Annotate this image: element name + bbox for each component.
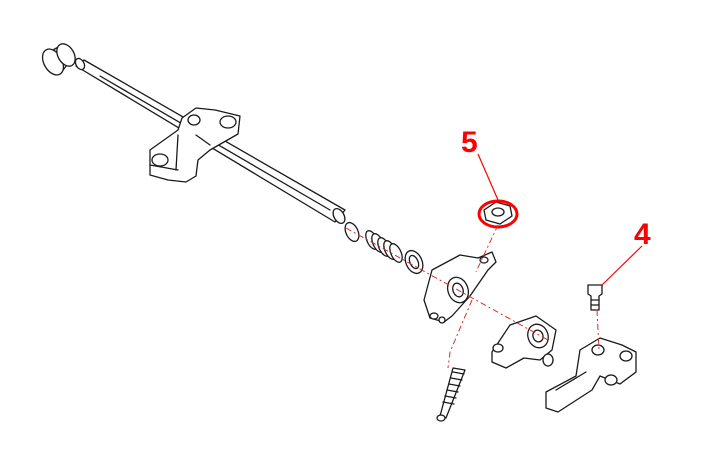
callout-number-4: 4 (634, 218, 651, 251)
rocker-adjusting-screw (437, 368, 465, 421)
rocker-adjusting-nut (484, 202, 512, 224)
nut-centerline (448, 225, 498, 368)
screw-centerline (597, 310, 599, 350)
rocker-support-bracket (546, 338, 636, 412)
shaft-circlip (342, 220, 361, 243)
nut-highlight-ring (479, 201, 517, 227)
rocker-shaft-bracket (150, 108, 240, 182)
cam-follower-arm (492, 316, 556, 368)
shaft-centerline (346, 228, 548, 340)
leader-line-5 (478, 154, 498, 200)
shaft-end-plug (38, 41, 79, 79)
leader-line-4 (602, 246, 642, 285)
rocker-washer (402, 248, 427, 277)
rocker-spring (363, 229, 405, 264)
callout-number-5: 5 (461, 126, 478, 159)
rocker-arm (424, 252, 496, 323)
valve-adjusting-screw (588, 285, 602, 310)
